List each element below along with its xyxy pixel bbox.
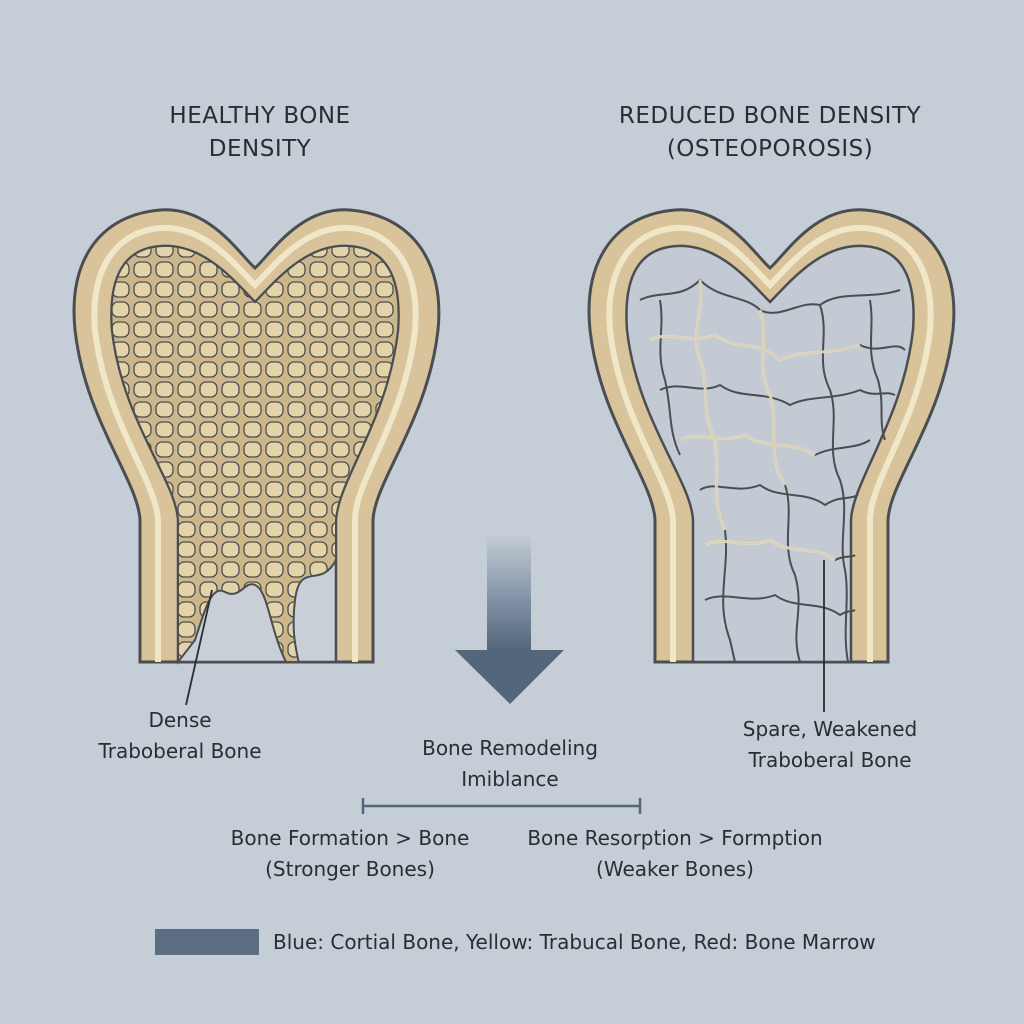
healthy-bone-title: HEALTHY BONE DENSITY: [110, 100, 410, 166]
right-cortical-inner-line: [606, 224, 934, 662]
down-arrow-icon: [455, 534, 564, 704]
legend-text: Blue: Cortial Bone, Yellow: Trabucal Bon…: [273, 930, 876, 954]
formation-label-line1: Bone Formation > Bone: [230, 826, 470, 850]
resorption-label-line2: (Weaker Bones): [596, 857, 754, 881]
resorption-label: Bone Resorption > Formption (Weaker Bone…: [510, 823, 840, 885]
spare-label-line1: Spare, Weakened: [742, 717, 918, 741]
formation-label: Bone Formation > Bone (Stronger Bones): [210, 823, 490, 885]
spare-label-line2: Traboberal Bone: [748, 748, 912, 772]
imbalance-bracket: [361, 798, 642, 814]
osteoporotic-bone-illustration: [587, 208, 956, 664]
healthy-bone-illustration: [72, 208, 441, 665]
sparse-trabecular-highlights: [649, 279, 861, 562]
left-cortical-inner-line: [91, 224, 419, 662]
healthy-title-line1: HEALTHY BONE: [169, 103, 351, 129]
remodeling-label: Bone Remodeling Imiblance: [390, 733, 630, 795]
legend-swatch: [155, 929, 259, 955]
dense-label-line1: Dense: [148, 708, 212, 732]
dense-label-line2: Traboberal Bone: [98, 739, 262, 763]
spare-bone-label: Spare, Weakened Traboberal Bone: [715, 714, 945, 776]
healthy-title-line2: DENSITY: [208, 136, 312, 162]
dense-bone-label: Dense Traboberal Bone: [70, 705, 290, 767]
remodeling-label-line1: Bone Remodeling: [422, 736, 598, 760]
resorption-label-line1: Bone Resorption > Formption: [527, 826, 823, 850]
osteoporosis-title-line2: (OSTEOPOROSIS): [666, 136, 874, 162]
osteoporosis-title-line1: REDUCED BONE DENSITY: [618, 103, 922, 129]
dense-leader-line: [185, 589, 213, 706]
formation-label-line2: (Stronger Bones): [265, 857, 435, 881]
remodeling-label-line2: Imiblance: [461, 767, 559, 791]
osteoporosis-title: REDUCED BONE DENSITY (OSTEOPOROSIS): [590, 100, 950, 166]
